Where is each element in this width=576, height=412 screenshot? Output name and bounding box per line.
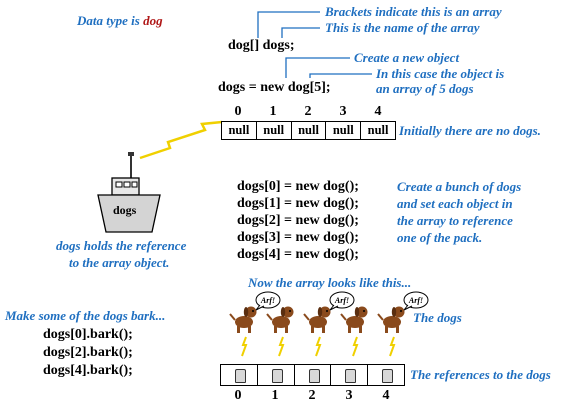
bark-line: dogs[0].bark(); — [43, 327, 133, 342]
dog-figure — [377, 306, 405, 333]
reference-icon — [271, 369, 283, 383]
array-index-bottom: 0 — [234, 388, 242, 403]
speech-bubble: Arf! — [403, 291, 429, 311]
reference-array — [220, 364, 405, 386]
assignment-line: dogs[0] = new dog(); — [237, 179, 359, 194]
reference-cell — [331, 365, 369, 385]
array-index-top: 4 — [374, 104, 382, 119]
assignment-line: dogs[3] = new dog(); — [237, 230, 359, 245]
declaration-code: dog[] dogs; — [228, 38, 295, 53]
initially-note: Initially there are no dogs. — [399, 123, 541, 138]
assignment-line: dogs[4] = new dog(); — [237, 247, 359, 262]
create-object-note: Create a new object — [354, 50, 460, 65]
speech-bubble: Arf! — [329, 291, 355, 311]
null-cell: null — [292, 122, 327, 139]
reference-bolts-group — [241, 336, 396, 357]
reference-cell — [295, 365, 332, 385]
array-index-bottom: 4 — [382, 388, 390, 403]
bark-line: dogs[2].bark(); — [43, 345, 133, 360]
dog-figure — [340, 306, 368, 333]
create-pointer-line — [285, 57, 350, 78]
reference-icon — [235, 369, 246, 383]
speech-text: Arf! — [334, 296, 349, 305]
dog-figure — [229, 306, 257, 333]
dog-figure — [266, 306, 294, 333]
speech-text: Arf! — [408, 296, 423, 305]
holds-note-line1: dogs holds the reference — [56, 238, 187, 253]
null-cell: null — [326, 122, 362, 139]
dogs-group: Arf! Arf! Arf! — [229, 291, 429, 333]
holds-note-line2: to the array object. — [69, 255, 170, 270]
reference-icon — [382, 369, 394, 383]
reference-cell — [258, 365, 295, 385]
reference-lightning — [139, 120, 223, 160]
null-cell: null — [367, 123, 389, 137]
creation-code: dogs = new dog[5]; — [218, 80, 331, 95]
object-is-note-line1: In this case the object is — [376, 66, 505, 81]
make-bark-note: Make some of the dogs bark... — [5, 308, 166, 323]
array-index-top: 2 — [304, 104, 312, 119]
bark-line: dogs[4].bark(); — [43, 363, 133, 378]
reference-bolt — [352, 336, 359, 357]
data-type-word: dog — [143, 13, 163, 28]
array-index-top: 1 — [269, 104, 277, 119]
speech-bubble: Arf! — [255, 291, 281, 311]
the-dogs-note: The dogs — [413, 310, 462, 325]
null-cell: null — [257, 122, 292, 139]
reference-bolt — [389, 336, 396, 357]
data-type-note: Data type is dog — [77, 13, 163, 28]
brackets-pointer-line — [257, 11, 320, 38]
array-name-note: This is the name of the array — [325, 20, 480, 35]
reference-cell — [221, 365, 258, 385]
bunch-note-line3: the array to reference — [397, 213, 513, 228]
now-array-note: Now the array looks like this... — [248, 275, 412, 290]
reference-icon — [308, 369, 320, 383]
dog-figure — [303, 306, 331, 333]
data-type-prefix: Data type is — [77, 13, 144, 28]
speech-text: Arf! — [260, 296, 275, 305]
array-index-bottom: 1 — [271, 388, 279, 403]
assignment-line: dogs[1] = new dog(); — [237, 196, 359, 211]
bunch-note-line1: Create a bunch of dogs — [397, 179, 522, 194]
assignment-line: dogs[2] = new dog(); — [237, 213, 359, 228]
array-index-top: 0 — [234, 104, 242, 119]
reference-cell — [368, 365, 404, 385]
boat-label: dogs — [113, 203, 137, 217]
null-cell: null — [222, 122, 257, 139]
reference-bolt — [315, 336, 322, 357]
bunch-note-line2: and set each object in — [397, 196, 513, 211]
brackets-note: Brackets indicate this is an array — [325, 4, 502, 19]
object-is-note-line2: an array of 5 dogs — [376, 81, 474, 96]
object-pointer-line — [309, 73, 372, 78]
reference-bolt — [278, 336, 285, 357]
array-index-bottom: 2 — [308, 388, 316, 403]
reference-bolt — [241, 336, 248, 357]
array-index-top: 3 — [339, 104, 347, 119]
boat-graphic — [97, 152, 161, 233]
bunch-note-line4: one of the pack. — [397, 230, 483, 245]
name-pointer-line — [281, 27, 320, 38]
reference-icon — [345, 369, 357, 383]
array-index-bottom: 3 — [345, 388, 353, 403]
references-note: The references to the dogs — [410, 367, 551, 382]
